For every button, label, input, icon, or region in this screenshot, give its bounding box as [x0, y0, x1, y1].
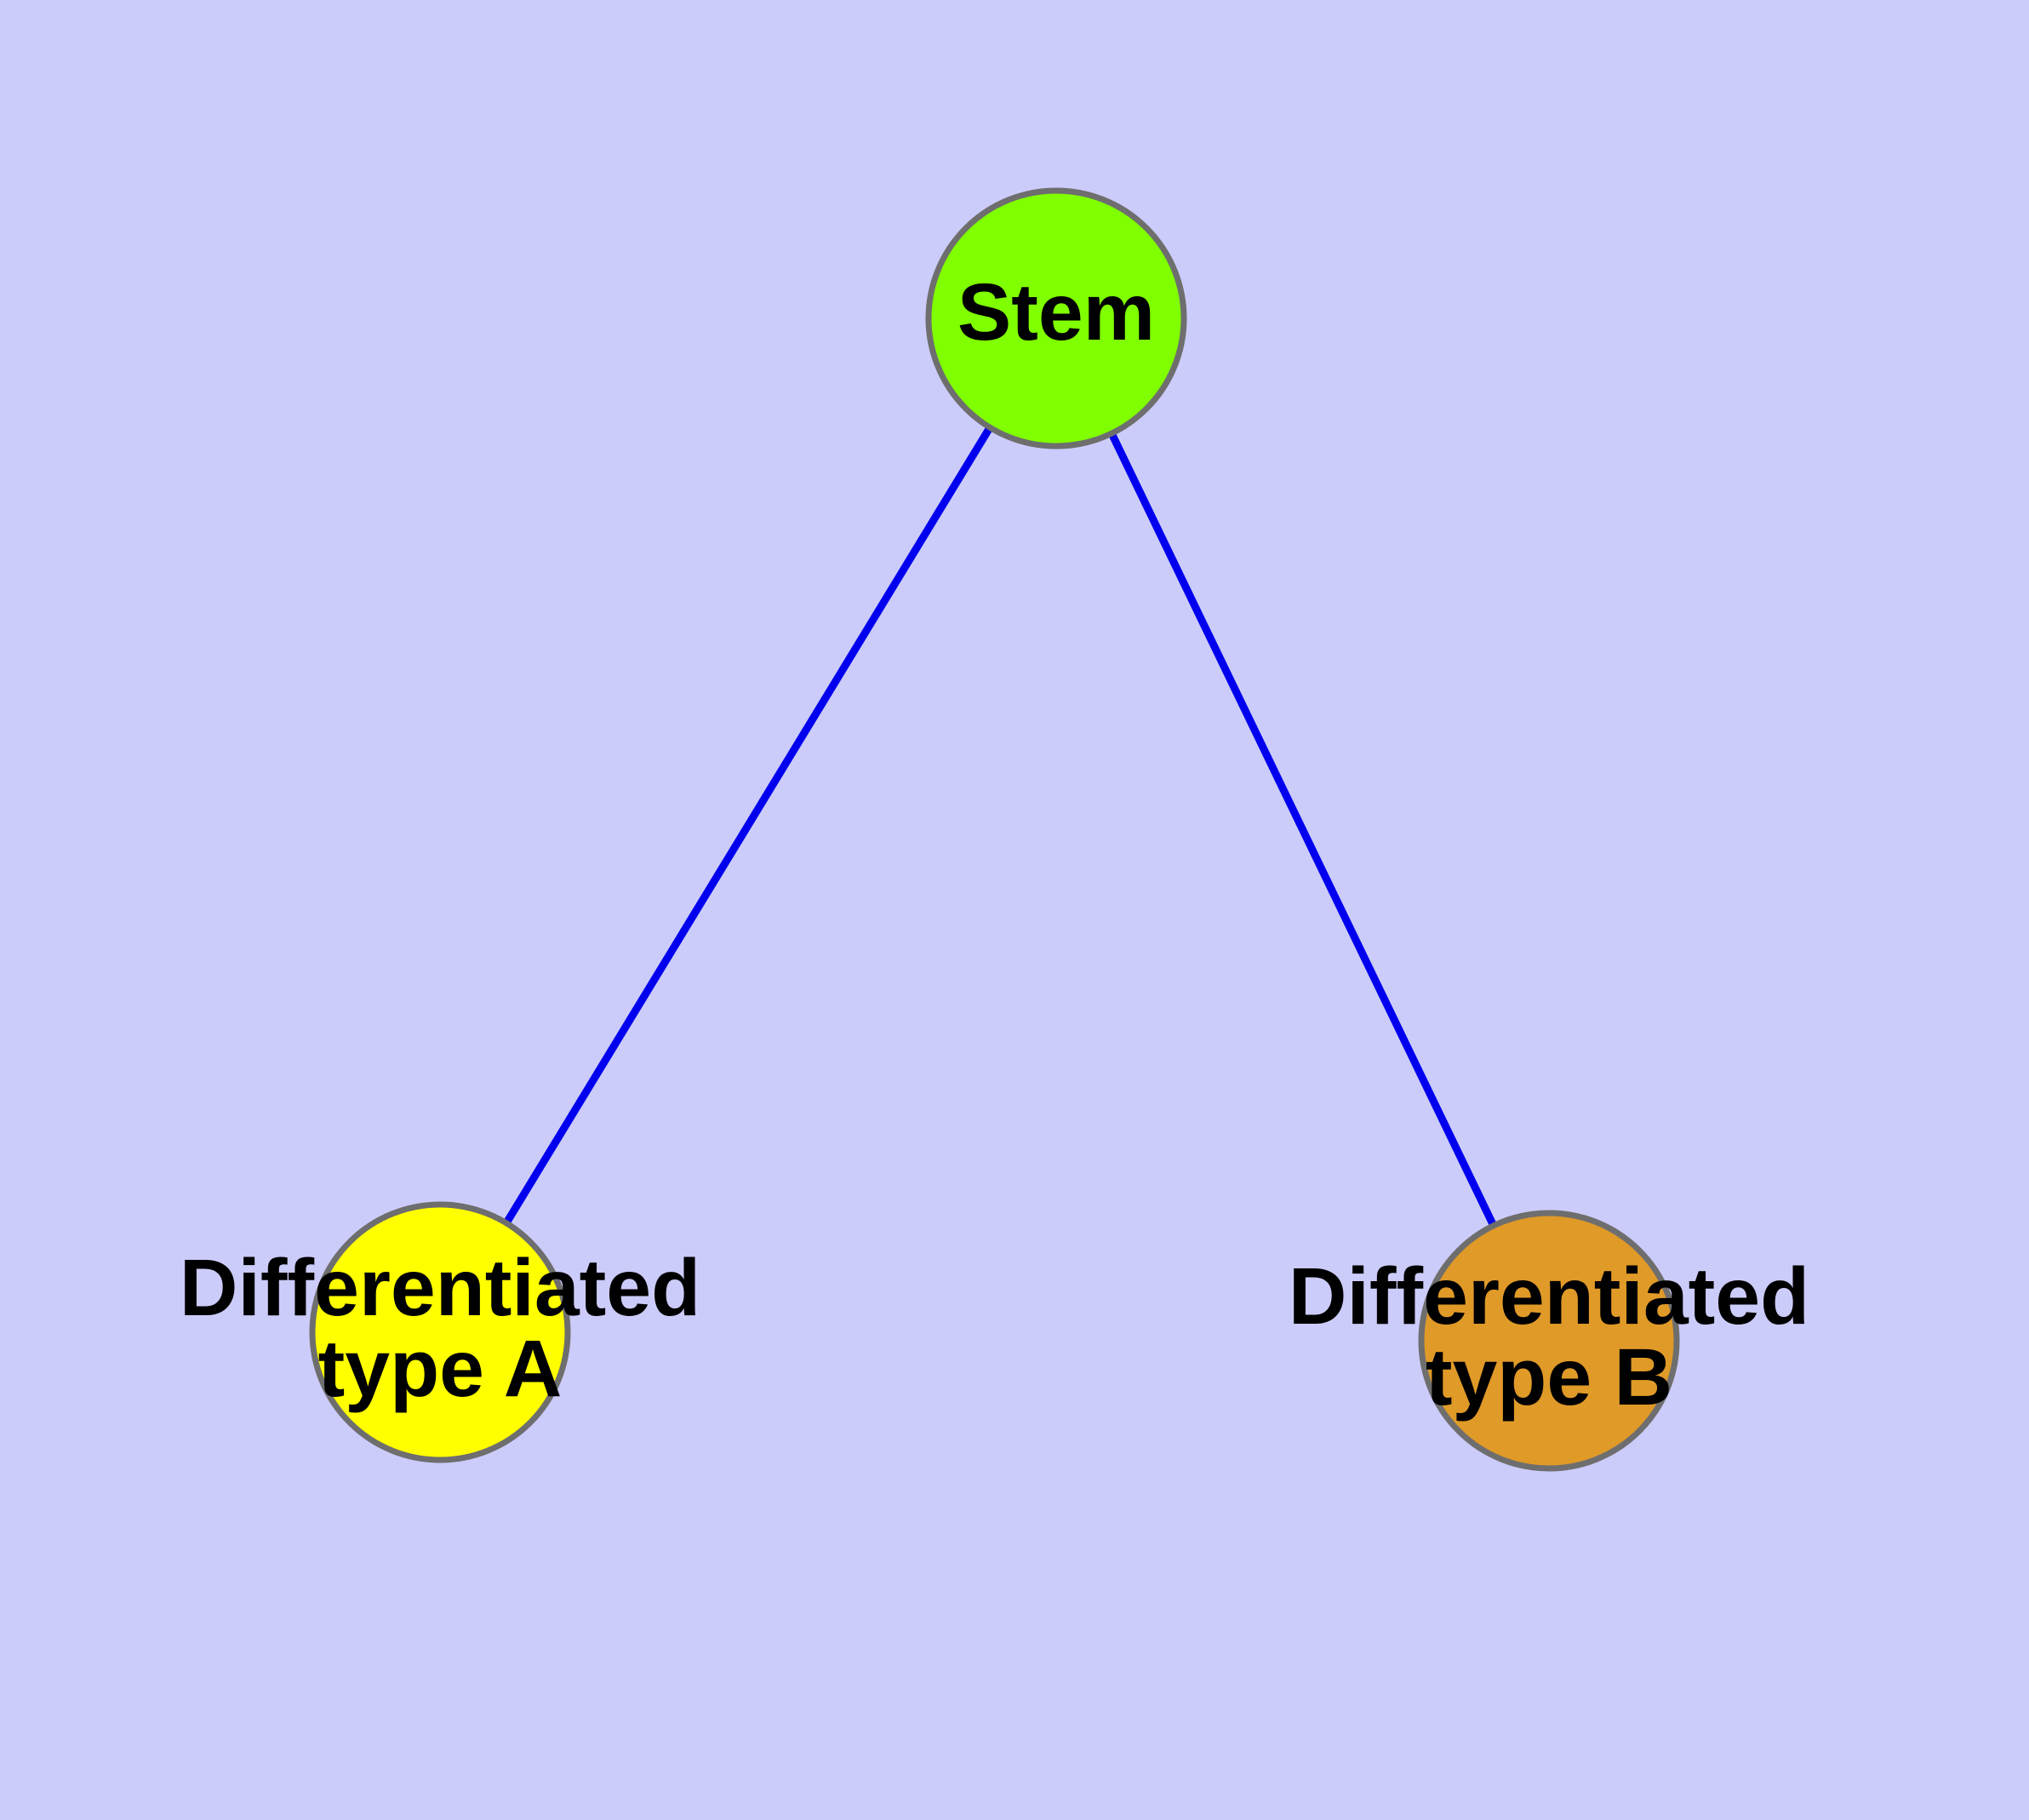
node-stem[interactable]: Stem [925, 187, 1187, 449]
edges-layer [437, 316, 1553, 1342]
node-label-line: type B [1426, 1332, 1672, 1422]
node-circle-stem[interactable] [925, 187, 1187, 449]
edge-stem-to-diff_a[interactable] [437, 316, 1060, 1335]
node-circle-diff_b[interactable] [1418, 1210, 1680, 1472]
node-label-line: Differentiated [1289, 1251, 1809, 1342]
node-label-line: Stem [957, 267, 1155, 358]
node-label-line: Differentiated [180, 1243, 700, 1333]
node-label-line: type A [318, 1324, 563, 1414]
node-circle-diff_a[interactable] [309, 1201, 571, 1463]
edge-stem-to-diff_b[interactable] [1052, 317, 1553, 1342]
node-label-stem: Stem [957, 267, 1155, 358]
